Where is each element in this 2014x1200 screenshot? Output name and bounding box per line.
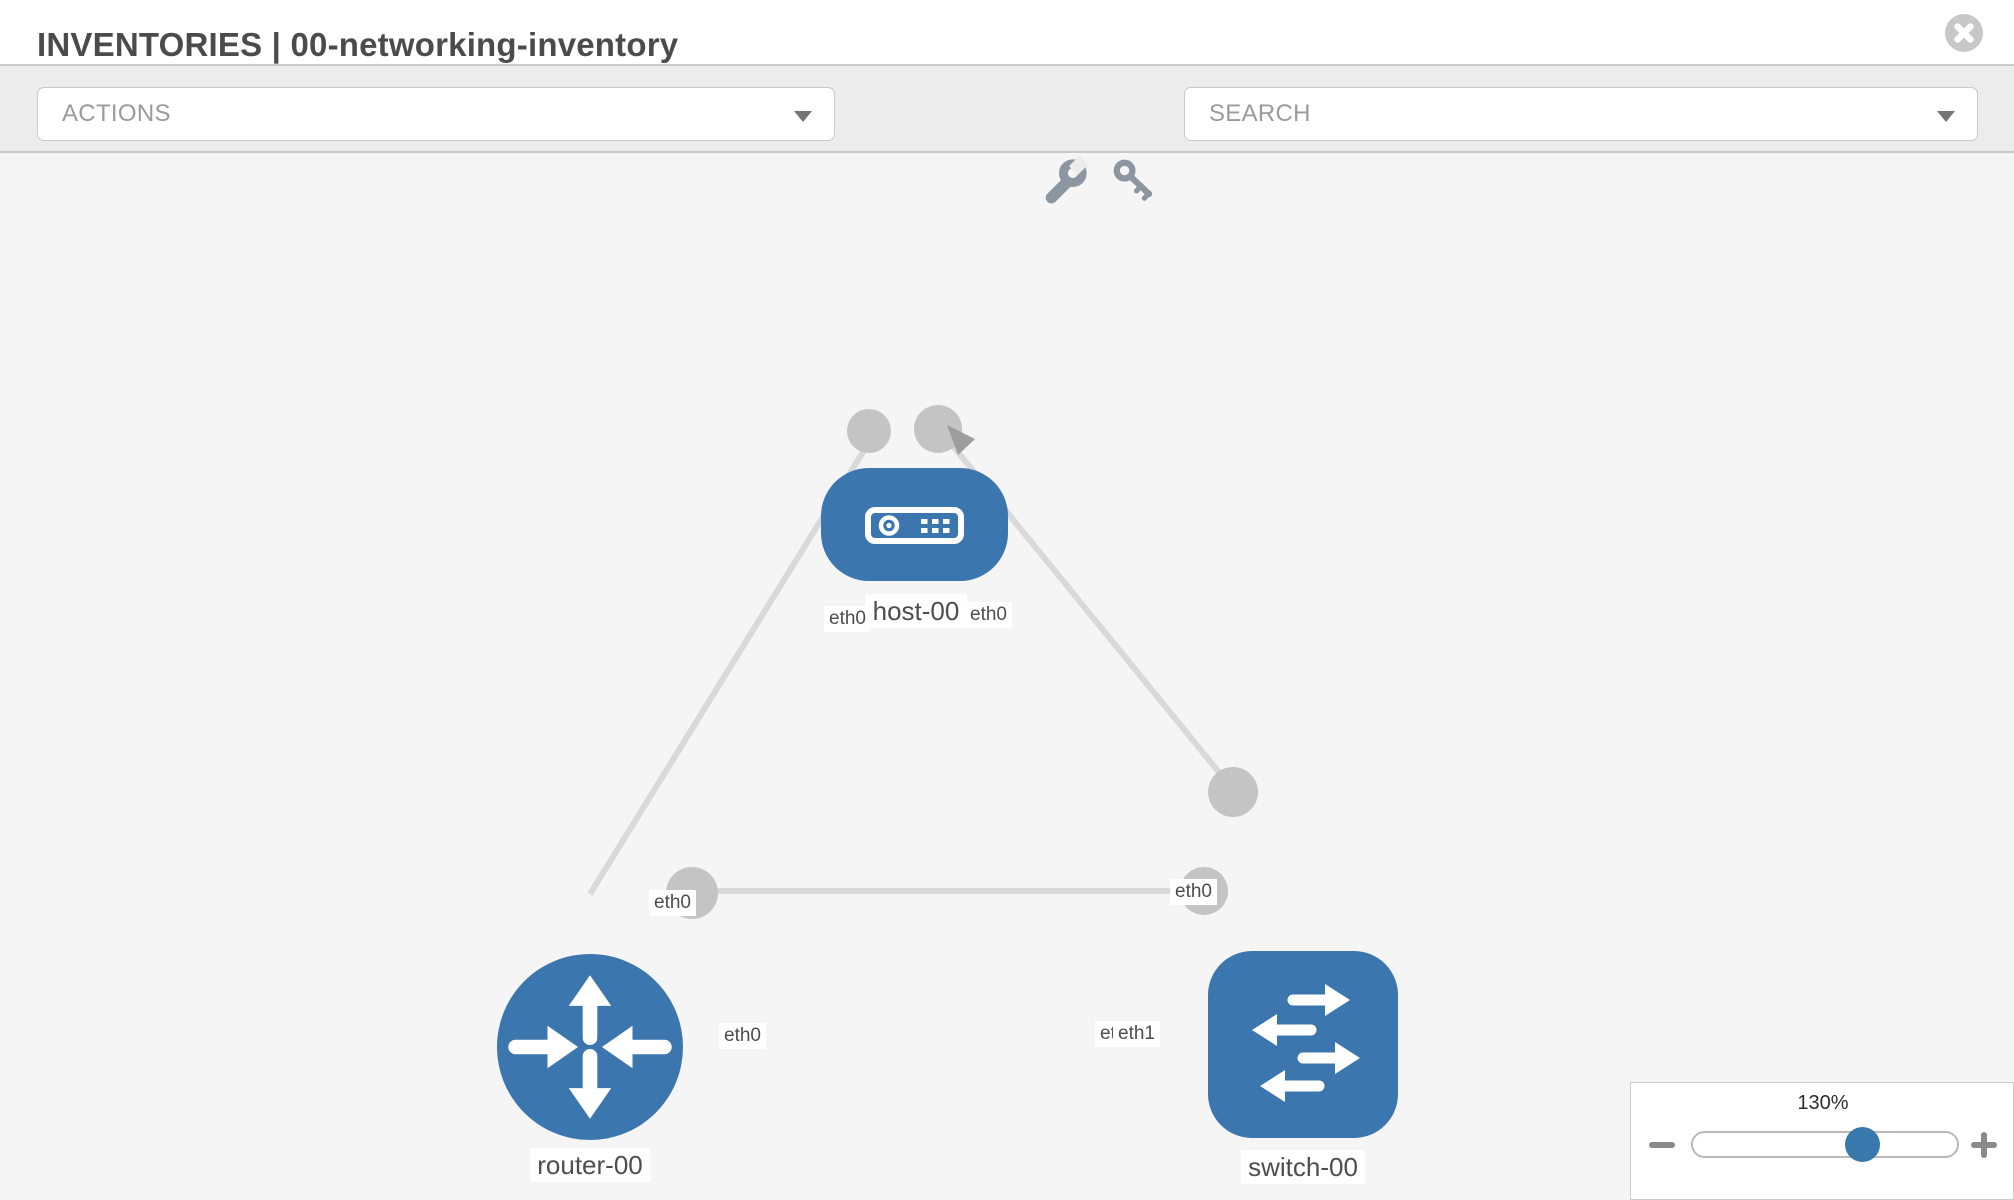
interface-label: eth0 [719,1023,766,1049]
chevron-down-icon [1937,111,1955,122]
plus-icon [1981,1132,1987,1158]
host-icon [865,507,964,544]
node-host-00[interactable] [821,468,1008,581]
topology-edges [587,405,1258,919]
toolbar: ACTIONS SEARCH [0,64,2014,204]
close-button[interactable] [1944,13,1984,53]
close-icon [1945,14,1983,52]
credentials-button[interactable] [1110,156,1160,206]
zoom-level: 130% [1797,1092,1849,1114]
zoom-slider[interactable] [1691,1131,1959,1158]
interface-label: eth0 [649,890,696,916]
interface-endpoint [1208,767,1258,817]
zoom-control-panel: 130% [1630,1082,2014,1200]
interface-label: eth0 [965,602,1012,628]
search-dropdown-label: SEARCH [1209,100,1311,127]
interface-endpoint [847,409,891,453]
zoom-out-button[interactable] [1645,1127,1679,1161]
zoom-slider-handle[interactable] [1845,1127,1880,1162]
link-arrowhead [947,425,975,455]
router-icon [508,975,672,1119]
window-header: INVENTORIES | 00-networking-inventory [0,0,2014,64]
actions-dropdown[interactable]: ACTIONS [37,87,835,141]
tools-button[interactable] [1040,155,1090,206]
topology-canvas[interactable]: eth0 eth0 eth0 eth0 eth0 eth0 eth1 [0,153,2014,1200]
page-title: INVENTORIES | 00-networking-inventory [37,26,679,63]
wrench-icon [1045,155,1089,204]
chevron-down-icon [794,111,812,122]
interface-label: eth1 [1113,1021,1160,1047]
node-label-switch: switch-00 [1241,1150,1365,1184]
minus-icon [1649,1142,1675,1148]
zoom-in-button[interactable] [1967,1127,2001,1161]
interface-endpoint [914,405,962,453]
switch-icon [1252,984,1360,1102]
node-label-host: host-00 [865,594,967,628]
key-icon [1113,159,1153,201]
actions-dropdown-label: ACTIONS [62,100,171,127]
node-router-00[interactable] [497,954,683,1140]
interface-label: eth0 [1170,879,1217,905]
node-switch-00[interactable] [1208,951,1398,1138]
node-label-router: router-00 [530,1148,650,1182]
interface-label: eth0 [824,606,871,632]
search-dropdown[interactable]: SEARCH [1184,87,1978,141]
